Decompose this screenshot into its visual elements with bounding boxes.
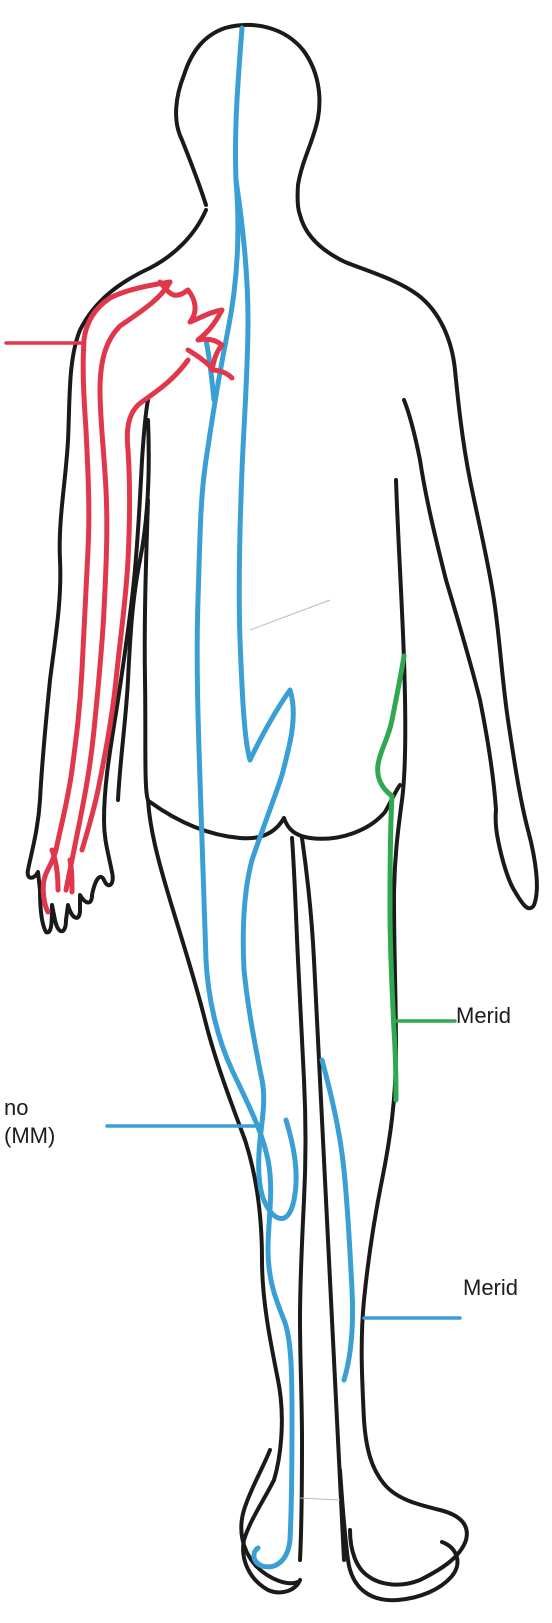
- inner-leg-right: [302, 838, 344, 1560]
- red-meridian-finger-1: [52, 850, 58, 890]
- body-outline: [28, 25, 537, 1600]
- label-merid-lower: Merid: [463, 1274, 518, 1301]
- right-arm-outline: [300, 215, 537, 908]
- label-left-line1: no: [4, 1094, 28, 1121]
- green-meridian-line: [378, 656, 404, 1100]
- label-left-line2: (MM): [4, 1122, 55, 1149]
- right-foot: [340, 1470, 457, 1600]
- guide-line-foot: [300, 1498, 340, 1500]
- green-meridian: [378, 656, 404, 1100]
- red-meridian-finger-2: [70, 860, 72, 892]
- head-outline: [176, 25, 319, 215]
- white-block: [60, 1160, 190, 1200]
- left-arm-outline: [28, 210, 206, 932]
- right-torso-leg-outline: [350, 480, 467, 1585]
- label-merid-upper: Merid: [456, 1002, 511, 1029]
- blue-meridian-second-branch: [236, 180, 296, 1219]
- blue-meridian: [197, 28, 352, 1567]
- guide-line-back: [250, 600, 330, 630]
